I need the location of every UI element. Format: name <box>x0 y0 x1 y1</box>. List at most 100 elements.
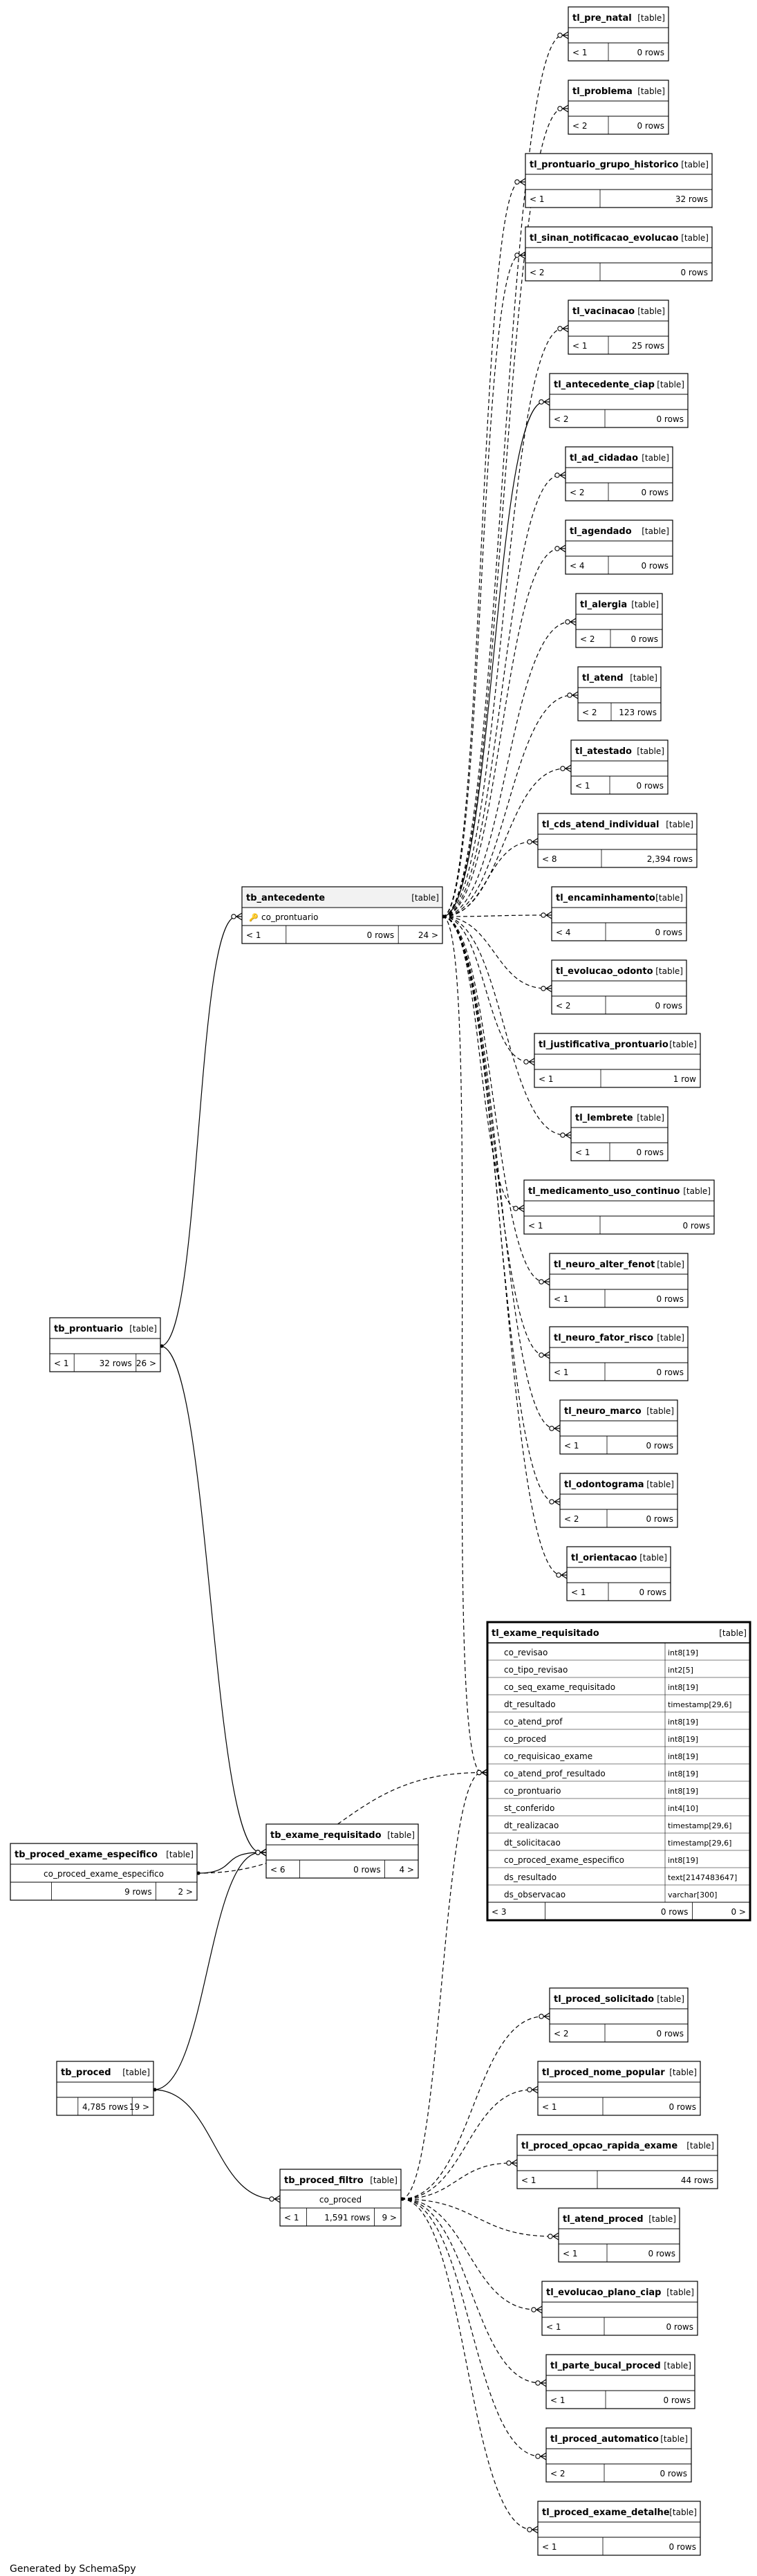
crows-foot-marker <box>562 324 569 333</box>
column-type: int8[19] <box>668 1856 698 1865</box>
relationship-edge <box>400 2198 554 2237</box>
row-count: 0 rows <box>656 414 684 424</box>
parents-count: 19 > <box>129 2102 149 2112</box>
table-name: tl_alergia <box>580 600 627 610</box>
table-name: tb_proced_exame_especifico <box>15 1850 158 1860</box>
column-type: timestamp[29,6] <box>668 1700 731 1709</box>
crows-foot-marker <box>536 2306 543 2314</box>
table-type-label: [table] <box>646 1406 674 1416</box>
table-name: tb_antecedente <box>246 893 325 903</box>
table-name: tl_agendado <box>570 526 632 537</box>
table-type-label: [table] <box>370 2175 398 2185</box>
table-type-label: [table] <box>639 1553 667 1563</box>
relationship-edge <box>196 1772 483 1874</box>
relationship-edge <box>442 621 571 917</box>
children-count: < 8 <box>542 854 557 864</box>
relationship-edge <box>442 916 555 1429</box>
table-tb-proced-exame-especifico[interactable]: tb_proced_exame_especifico[table]co_proc… <box>10 1843 198 1901</box>
children-count: < 1 <box>572 341 588 351</box>
parent-marker <box>153 2088 157 2092</box>
relationship-edge <box>442 328 563 917</box>
table-type-label: [table] <box>686 2141 714 2151</box>
row-count: 32 rows <box>675 194 708 204</box>
children-count: < 1 <box>521 2175 536 2185</box>
column-name: co_seq_exame_requisitado <box>504 1682 615 1692</box>
row-count: 9 rows <box>124 1887 152 1897</box>
optional-marker <box>527 2527 532 2532</box>
crows-foot-marker <box>543 1351 550 1359</box>
table-name: tl_atestado <box>575 746 632 757</box>
table-name: tl_neuro_marco <box>564 1406 642 1417</box>
relationship-edge <box>400 2162 512 2200</box>
relationship-edge <box>153 2089 275 2200</box>
crows-foot-marker <box>543 398 550 406</box>
table-type-label: [table] <box>637 13 665 23</box>
children-count: < 1 <box>571 1588 586 1597</box>
table-name: tl_orientacao <box>571 1553 637 1563</box>
optional-marker <box>255 1850 261 1855</box>
parent-marker <box>442 914 446 919</box>
column-type: int2[5] <box>668 1666 693 1675</box>
relationship-edge <box>442 916 547 989</box>
row-count: 0 rows <box>660 2469 687 2478</box>
table-type-label: [table] <box>664 2361 691 2371</box>
children-count: < 1 <box>530 194 545 204</box>
row-count: 0 rows <box>656 2029 684 2039</box>
children-count: < 1 <box>539 1074 554 1084</box>
relationship-edge <box>160 1345 261 1853</box>
table-type-label: [table] <box>642 526 669 536</box>
table-type-label: [table] <box>657 380 684 389</box>
crows-foot-marker <box>559 471 566 479</box>
column-name: co_prontuario <box>261 912 318 922</box>
relationship-edge <box>442 841 533 917</box>
table-name: tl_proced_nome_popular <box>542 2068 665 2078</box>
children-count: < 2 <box>570 488 585 497</box>
crows-foot-marker <box>554 1424 561 1433</box>
table-name: tl_problema <box>572 86 633 97</box>
crows-foot-marker <box>274 2195 281 2203</box>
optional-marker <box>476 1769 482 1776</box>
children-count: < 4 <box>570 561 585 571</box>
table-type-label: [table] <box>655 966 683 976</box>
parents-count: 9 > <box>382 2213 397 2223</box>
table-name: tl_odontograma <box>564 1480 644 1490</box>
table-type-label: [table] <box>719 1628 747 1638</box>
